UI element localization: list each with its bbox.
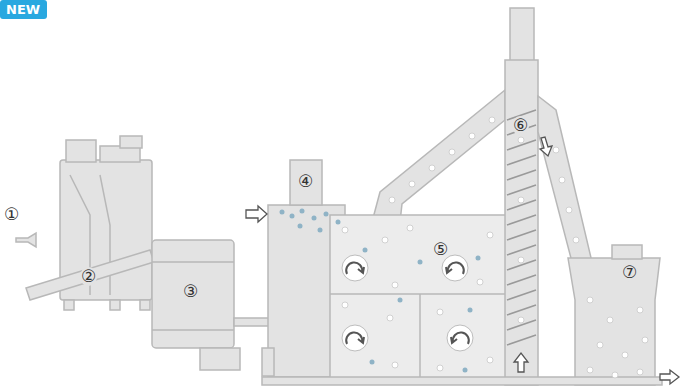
callout-number: ⑥: [512, 116, 529, 135]
callout-number: ⑤: [432, 240, 449, 259]
badge-text: NEW: [6, 2, 40, 17]
callout-number: ①: [3, 205, 20, 224]
callout-number: ④: [297, 172, 314, 191]
callout-number: ②: [80, 267, 97, 286]
new-badge: NEW: [0, 0, 47, 19]
callout-number: ⑦: [621, 263, 638, 282]
callout-number: ③: [182, 282, 199, 301]
